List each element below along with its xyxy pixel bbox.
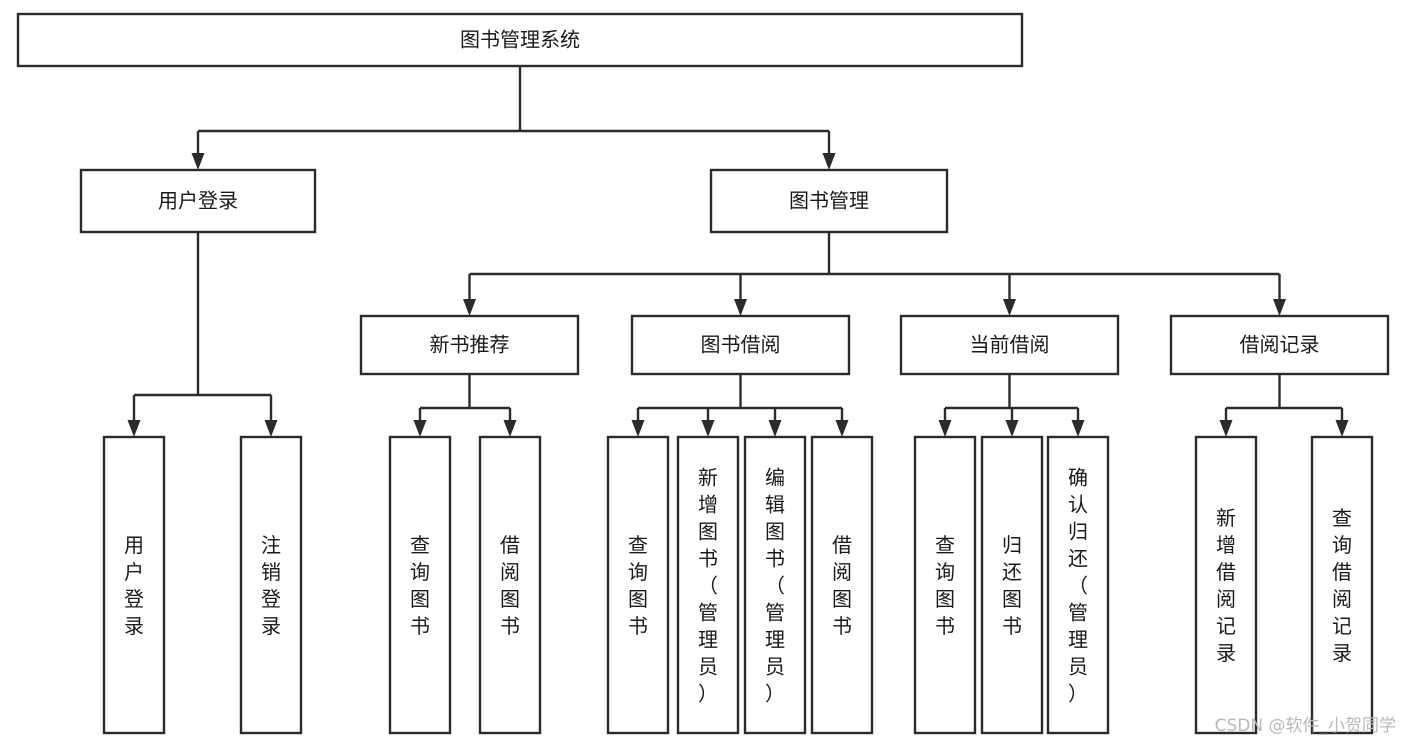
- node-current-borrow-label: 当前借阅: [970, 333, 1050, 357]
- node-leaf-confirm-return[interactable]: 确认归还（管理员）: [1046, 435, 1110, 735]
- node-borrow-record-box[interactable]: [1169, 314, 1390, 376]
- connector-layer: [127, 66, 1349, 437]
- edge-user-login-arrow-0: [127, 420, 141, 437]
- node-leaf-borrow-book-2-label: 借阅图书: [832, 533, 852, 638]
- node-leaf-confirm-return-label: 确认归还（管理员）: [1068, 466, 1088, 706]
- node-leaf-query-book-1-label: 查询图书: [410, 533, 430, 638]
- node-leaf-borrow-book-2[interactable]: 借阅图书: [810, 435, 874, 735]
- node-leaf-query-book-3-label: 查询图书: [935, 533, 955, 638]
- node-leaf-query-record-label: 查询借阅记录: [1332, 506, 1352, 665]
- node-book-borrow[interactable]: 图书借阅: [630, 314, 851, 376]
- node-leaf-query-record-box[interactable]: [1310, 435, 1374, 735]
- node-leaf-query-book-2-box[interactable]: [606, 435, 670, 735]
- node-book-management-label: 图书管理: [789, 189, 869, 213]
- node-book-management[interactable]: 图书管理: [709, 168, 949, 234]
- node-book-borrow-box[interactable]: [630, 314, 851, 376]
- node-new-book-recommend-label: 新书推荐: [430, 333, 510, 357]
- edge-book-borrow-arrow-3: [835, 420, 849, 437]
- edge-book-management-arrow-3: [1273, 299, 1286, 316]
- node-leaf-confirm-return-box[interactable]: [1046, 435, 1110, 735]
- node-leaf-logout-login-box[interactable]: [239, 435, 303, 735]
- node-borrow-record-label: 借阅记录: [1240, 333, 1320, 357]
- edge-new-book-recommend-arrow-0: [413, 420, 427, 437]
- node-leaf-add-book-box[interactable]: [676, 435, 740, 735]
- edge-borrow-record-arrow-0: [1219, 420, 1233, 437]
- node-leaf-borrow-book-1-box[interactable]: [478, 435, 542, 735]
- edge-book-borrow-arrow-0: [631, 420, 645, 437]
- node-leaf-query-book-2[interactable]: 查询图书: [606, 435, 670, 735]
- node-user-login-box[interactable]: [79, 168, 317, 234]
- edge-current-borrow-arrow-2: [1071, 420, 1085, 437]
- node-leaf-add-book-label: 新增图书（管理员）: [698, 466, 718, 706]
- edge-new-book-recommend-arrow-1: [503, 420, 517, 437]
- node-leaf-user-login-box[interactable]: [102, 435, 166, 735]
- edge-current-borrow-arrow-1: [1005, 420, 1019, 437]
- node-new-book-recommend-box[interactable]: [359, 314, 580, 376]
- edge-book-borrow-arrow-2: [768, 420, 782, 437]
- node-leaf-edit-book[interactable]: 编辑图书（管理员）: [743, 435, 807, 735]
- node-borrow-record[interactable]: 借阅记录: [1169, 314, 1390, 376]
- edge-book-management-arrow-0: [463, 299, 476, 316]
- csdn-watermark: CSDN @软件_小贺同学: [1215, 716, 1396, 736]
- edge-book-management-arrow-1: [734, 299, 747, 316]
- node-leaf-borrow-book-1[interactable]: 借阅图书: [478, 435, 542, 735]
- edge-root-arrow-0: [191, 153, 205, 170]
- node-new-book-recommend[interactable]: 新书推荐: [359, 314, 580, 376]
- node-user-login-label: 用户登录: [158, 189, 238, 213]
- edge-current-borrow-arrow-0: [938, 420, 952, 437]
- node-leaf-add-book[interactable]: 新增图书（管理员）: [676, 435, 740, 735]
- edge-book-management-arrow-2: [1003, 299, 1016, 316]
- node-leaf-edit-book-label: 编辑图书（管理员）: [765, 466, 785, 706]
- node-current-borrow-box[interactable]: [899, 314, 1120, 376]
- node-leaf-logout-login[interactable]: 注销登录: [239, 435, 303, 735]
- node-leaf-add-record[interactable]: 新增借阅记录: [1194, 435, 1258, 735]
- node-leaf-query-record[interactable]: 查询借阅记录: [1310, 435, 1374, 735]
- node-leaf-query-book-1[interactable]: 查询图书: [388, 435, 452, 735]
- node-layer: 图书管理系统用户登录图书管理新书推荐图书借阅当前借阅借阅记录用户登录注销登录查询…: [16, 12, 1390, 735]
- node-leaf-query-book-3-box[interactable]: [913, 435, 977, 735]
- node-current-borrow[interactable]: 当前借阅: [899, 314, 1120, 376]
- node-root-box[interactable]: [16, 12, 1024, 68]
- node-leaf-query-book-2-label: 查询图书: [628, 533, 648, 638]
- node-leaf-borrow-book-1-label: 借阅图书: [500, 533, 520, 638]
- node-leaf-edit-book-box[interactable]: [743, 435, 807, 735]
- edge-user-login-arrow-1: [264, 420, 278, 437]
- node-leaf-return-book-box[interactable]: [980, 435, 1044, 735]
- node-leaf-logout-login-label: 注销登录: [261, 533, 281, 638]
- node-root[interactable]: 图书管理系统: [16, 12, 1024, 68]
- edge-root-arrow-1: [822, 153, 836, 170]
- node-leaf-user-login-label: 用户登录: [124, 533, 144, 638]
- node-book-borrow-label: 图书借阅: [701, 333, 781, 357]
- node-leaf-borrow-book-2-box[interactable]: [810, 435, 874, 735]
- node-leaf-return-book[interactable]: 归还图书: [980, 435, 1044, 735]
- node-leaf-add-record-box[interactable]: [1194, 435, 1258, 735]
- node-leaf-query-book-1-box[interactable]: [388, 435, 452, 735]
- node-leaf-user-login[interactable]: 用户登录: [102, 435, 166, 735]
- edge-book-borrow-arrow-1: [701, 420, 715, 437]
- node-leaf-query-book-3[interactable]: 查询图书: [913, 435, 977, 735]
- node-leaf-add-record-label: 新增借阅记录: [1216, 506, 1236, 665]
- edge-borrow-record-arrow-1: [1335, 420, 1349, 437]
- node-book-management-box[interactable]: [709, 168, 949, 234]
- node-leaf-return-book-label: 归还图书: [1002, 533, 1022, 638]
- node-user-login[interactable]: 用户登录: [79, 168, 317, 234]
- node-root-label: 图书管理系统: [460, 28, 580, 52]
